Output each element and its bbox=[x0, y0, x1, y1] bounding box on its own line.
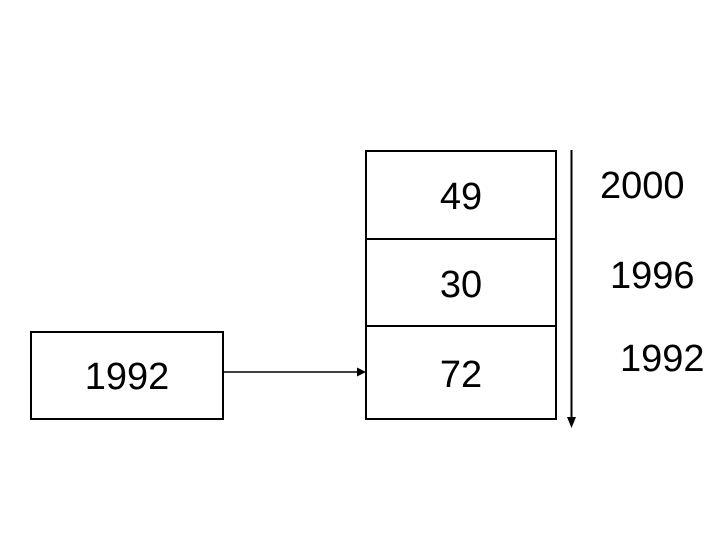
stack-row-2000: 49 bbox=[367, 152, 555, 238]
year-label-1996: 1996 bbox=[610, 255, 695, 297]
arrow-down-timeline-icon bbox=[567, 150, 576, 428]
source-year-box: 1992 bbox=[30, 331, 224, 420]
stack-row-1992: 72 bbox=[367, 325, 555, 418]
stack-value: 30 bbox=[439, 263, 483, 306]
year-label-2000: 2000 bbox=[600, 165, 685, 207]
arrow-right-connector-icon bbox=[222, 367, 366, 377]
year-label-1992: 1992 bbox=[620, 338, 705, 380]
stack-value: 72 bbox=[439, 353, 483, 396]
stack-row-1996: 30 bbox=[367, 238, 555, 325]
source-year-label: 1992 bbox=[84, 356, 170, 398]
value-stack: 49 30 72 bbox=[365, 150, 557, 420]
stack-value: 49 bbox=[439, 176, 483, 218]
